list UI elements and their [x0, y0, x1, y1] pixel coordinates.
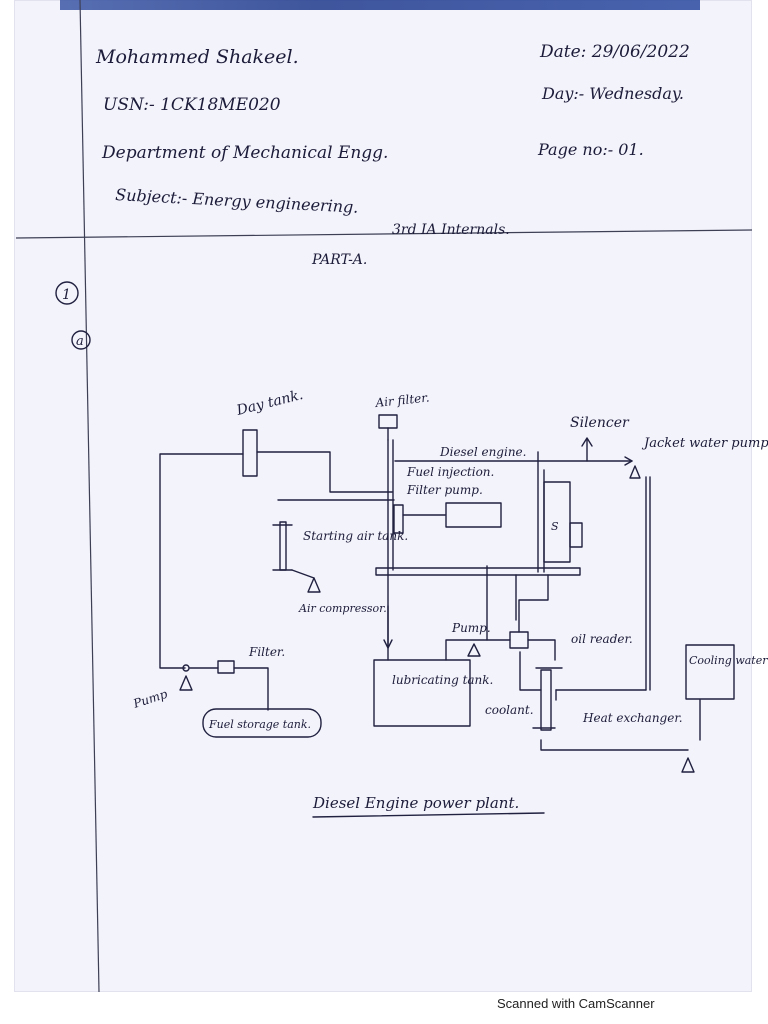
student-usn: USN:- 1CK18ME020 [103, 95, 281, 115]
exam-title: 3rd IA Internals. [392, 222, 510, 238]
crank-bar [375, 567, 581, 576]
department-line: Department of Mechanical Engg. [101, 143, 388, 163]
fuel-filter-shape [217, 660, 235, 674]
scan-edge [60, 0, 700, 10]
label-jacket-water-pump: Jacket water pump [641, 436, 768, 451]
fuel-storage-tank-shape [202, 708, 322, 738]
cooling-water-box [685, 644, 735, 700]
question-number-circle [55, 281, 79, 305]
paper-sheet [14, 0, 752, 992]
label-oil-reader: oil reader. [571, 632, 633, 646]
starting-air-tank-shape [279, 521, 287, 571]
label-heat-exchanger: Heat exchanger. [582, 711, 683, 725]
question-subpart: a [76, 334, 84, 349]
label-starting-air-tank: Starting air tank. [303, 529, 408, 543]
oil-valve-box [509, 631, 529, 649]
day-line: Day:- Wednesday. [541, 84, 684, 103]
fuel-pump-block [393, 504, 404, 534]
header-divider [15, 229, 753, 239]
fuel-pump-symbol [179, 675, 193, 691]
margin-line [79, 0, 100, 993]
jacket-water-pump-symbol [629, 465, 641, 479]
diagram-caption: Diesel Engine power plant. [312, 794, 519, 812]
subpart-circle [71, 330, 91, 350]
air-filter-shape [378, 414, 398, 429]
label-pump-mid: Pump. [451, 621, 491, 635]
diesel-plant-diagram: Day tank. Air filter. Silencer Jacket wa… [131, 387, 768, 773]
label-diesel-engine: Diesel engine. [439, 445, 526, 459]
label-lubricating: lubricating tank. [392, 673, 493, 687]
label-fuel-injection: Fuel injection. [406, 465, 494, 479]
caption-underline [312, 812, 545, 818]
heat-exchanger-shape [540, 669, 552, 731]
label-filter-pump: Filter pump. [406, 483, 483, 497]
lubricating-tank-shape [373, 659, 471, 727]
day-tank-shape [242, 429, 258, 477]
label-s: S [551, 520, 559, 533]
question-number: 1 [62, 287, 71, 303]
label-air-filter: Air filter. [374, 390, 430, 410]
filter-box [445, 502, 502, 528]
student-name: Mohammed Shakeel. [95, 46, 299, 68]
lube-pump-symbol [467, 643, 481, 657]
label-coolant: coolant. [485, 703, 534, 717]
subject-line: Subject:- Energy engineering. [115, 185, 359, 217]
label-cooling-water: Cooling water [689, 654, 768, 667]
scanner-watermark: Scanned with CamScanner [497, 996, 655, 1011]
day-tank-outlet-line [256, 451, 393, 493]
fuel-return-line [159, 453, 244, 669]
label-pump-left: Pump [131, 687, 170, 711]
date-line: Date: 29/06/2022 [539, 42, 690, 62]
label-air-compressor: Air compressor. [298, 602, 387, 615]
label-filter: Filter. [248, 645, 285, 659]
cooling-pump-symbol [681, 757, 695, 773]
engine-s-block [543, 481, 571, 563]
air-compressor-symbol [307, 577, 321, 593]
page-number: Page no:- 01. [537, 140, 644, 159]
label-silencer: Silencer [570, 415, 630, 431]
label-day-tank: Day tank. [234, 387, 305, 419]
part-heading: PART-A. [311, 252, 367, 268]
label-fuel-storage-tank: Fuel storage tank. [208, 718, 311, 731]
